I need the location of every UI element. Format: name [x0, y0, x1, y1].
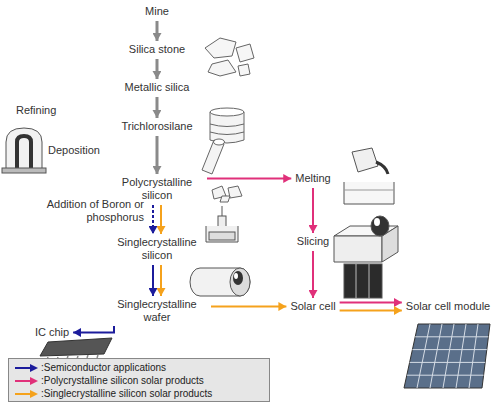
flow-arrow [152, 205, 154, 234]
step-note: Deposition [48, 144, 100, 157]
step-note: Addition of Boron or phosphorus [10, 198, 144, 224]
legend-row: :Polycrystalline silicon solar products [13, 374, 265, 387]
process-step: Solar cell module [405, 300, 491, 313]
process-step: Singlecrystalline wafer [106, 298, 208, 324]
melting-crucible [344, 148, 394, 204]
step-text: Silica stone [129, 43, 185, 56]
process-step: Trichlorosilane [120, 120, 193, 133]
step-note: Refining [16, 104, 56, 117]
step-text: Singlecrystalline silicon [107, 236, 207, 262]
legend-row: :Semiconductor applications [13, 361, 265, 374]
legend-arrow-sample [13, 376, 39, 386]
legend-box: :Semiconductor applications:Polycrystall… [8, 358, 270, 402]
legend-text: :Singlecrystalline silicon solar product… [41, 388, 212, 400]
crystal-puller [206, 206, 238, 242]
flow-arrow [312, 188, 314, 233]
deposition-bell-jar [2, 128, 46, 173]
step-text: Trichlorosilane [121, 120, 192, 133]
flow-arrow [73, 326, 114, 333]
step-text: Singlecrystalline wafer [107, 298, 207, 324]
flow-arrow [211, 306, 286, 308]
ingot-cylinder [190, 268, 250, 296]
flow-arrow [340, 310, 402, 312]
process-step: Melting [294, 172, 331, 185]
process-step: Silica stone [128, 43, 186, 56]
silica-stone-picture [205, 38, 254, 76]
ic-chip-picture [40, 338, 112, 360]
step-text: Solar cell [290, 300, 335, 313]
solar-module-picture [404, 324, 490, 388]
flow-arrow [152, 265, 154, 296]
step-text: Mine [145, 5, 169, 18]
flow-arrow [207, 178, 291, 180]
flow-arrow [160, 265, 162, 296]
flow-arrow [160, 205, 162, 234]
step-text: IC chip [35, 326, 69, 339]
trichlorosilane-beaker [210, 108, 244, 143]
legend-arrow-sample [13, 363, 39, 373]
process-step: Singlecrystalline silicon [106, 236, 208, 262]
flow-arrow [340, 302, 402, 304]
process-step: Mine [144, 5, 170, 18]
step-text: Solar cell module [406, 300, 490, 313]
step-text: Metallic silica [125, 81, 190, 94]
step-text: Slicing [297, 235, 329, 248]
flow-arrow [155, 97, 158, 118]
polycrystalline-rod [202, 139, 242, 202]
flow-arrow [156, 21, 159, 41]
step-text: Melting [295, 172, 330, 185]
legend-row: :Singlecrystalline silicon solar product… [13, 387, 265, 400]
process-step: Metallic silica [124, 81, 191, 94]
flow-arrow [156, 136, 159, 174]
legend-text: :Polycrystalline silicon solar products [41, 375, 204, 387]
legend-text: :Semiconductor applications [41, 362, 166, 374]
slicing-block [334, 216, 398, 262]
legend-arrow-sample [13, 389, 39, 399]
flow-arrow [312, 251, 314, 298]
solar-cell-picture [344, 264, 382, 298]
process-step: Slicing [296, 235, 330, 248]
process-step: Solar cell [289, 300, 336, 313]
flow-arrow [155, 59, 158, 79]
process-step: IC chip [34, 326, 70, 339]
